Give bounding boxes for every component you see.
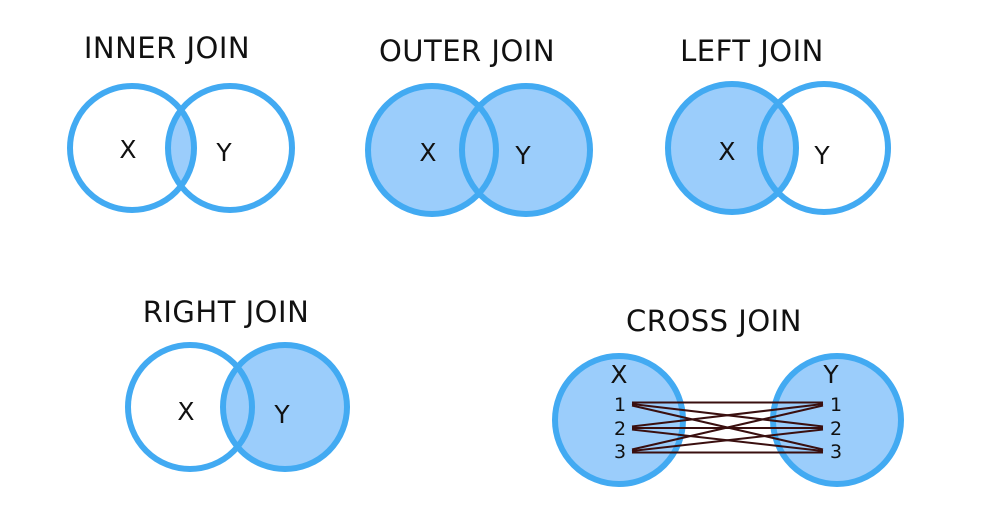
- left-join-title: LEFT JOIN: [680, 34, 824, 68]
- right-join-title: RIGHT JOIN: [143, 295, 310, 329]
- outer-join-label-x: X: [419, 138, 436, 167]
- right-join-label-y: Y: [273, 400, 290, 429]
- right-join-diagram: RIGHT JOIN X Y: [125, 295, 350, 472]
- cross-join-label-x: X: [610, 360, 627, 389]
- outer-join-circle-x: [365, 83, 499, 217]
- cross-join-x-row-1: 1: [614, 394, 626, 416]
- left-join-circle-y: [757, 81, 891, 215]
- cross-join-diagram: CROSS JOIN X Y 123 123: [552, 304, 904, 487]
- cross-join-x-rows: 123: [614, 394, 626, 463]
- right-join-circle-y: [220, 342, 350, 472]
- right-join-label-x: X: [177, 397, 194, 426]
- inner-join-title: INNER JOIN: [84, 31, 250, 65]
- cross-join-pair-line-3-1: [631, 404, 824, 451]
- outer-join-fill-y: [462, 86, 590, 214]
- cross-join-pair-line-3-2: [631, 428, 824, 452]
- inner-join-label-x: X: [119, 135, 136, 164]
- inner-join-label-y: Y: [215, 138, 232, 167]
- cross-join-pair-line-2-1: [631, 403, 824, 428]
- inner-join-circle-x: [67, 83, 197, 213]
- outer-join-diagram: OUTER JOIN X Y: [365, 34, 593, 217]
- cross-join-label-y: Y: [822, 360, 839, 389]
- inner-join-circle-y: [165, 83, 295, 213]
- right-join-fill-y: [223, 345, 347, 469]
- outer-join-circle-y: [459, 83, 593, 217]
- cross-join-y-row-2: 2: [830, 418, 842, 440]
- inner-join-diagram: INNER JOIN X Y: [67, 31, 295, 213]
- outer-join-label-y: Y: [514, 141, 531, 170]
- cross-join-x-row-3: 3: [614, 441, 626, 463]
- cross-join-x-row-2: 2: [614, 418, 626, 440]
- outer-join-title: OUTER JOIN: [379, 34, 555, 68]
- left-join-fill-x: [668, 84, 796, 212]
- cross-join-title: CROSS JOIN: [626, 304, 802, 338]
- left-join-diagram: LEFT JOIN X Y: [665, 34, 891, 215]
- right-join-circle-x: [125, 342, 255, 472]
- outer-join-fill-x: [368, 86, 496, 214]
- cross-join-y-rows: 123: [830, 394, 842, 463]
- cross-join-y-row-3: 3: [830, 441, 842, 463]
- left-join-label-y: Y: [813, 141, 830, 170]
- cross-join-y-row-1: 1: [830, 394, 842, 416]
- cross-join-pair-lines: [631, 401, 824, 454]
- left-join-circle-x: [665, 81, 799, 215]
- left-join-label-x: X: [718, 137, 735, 166]
